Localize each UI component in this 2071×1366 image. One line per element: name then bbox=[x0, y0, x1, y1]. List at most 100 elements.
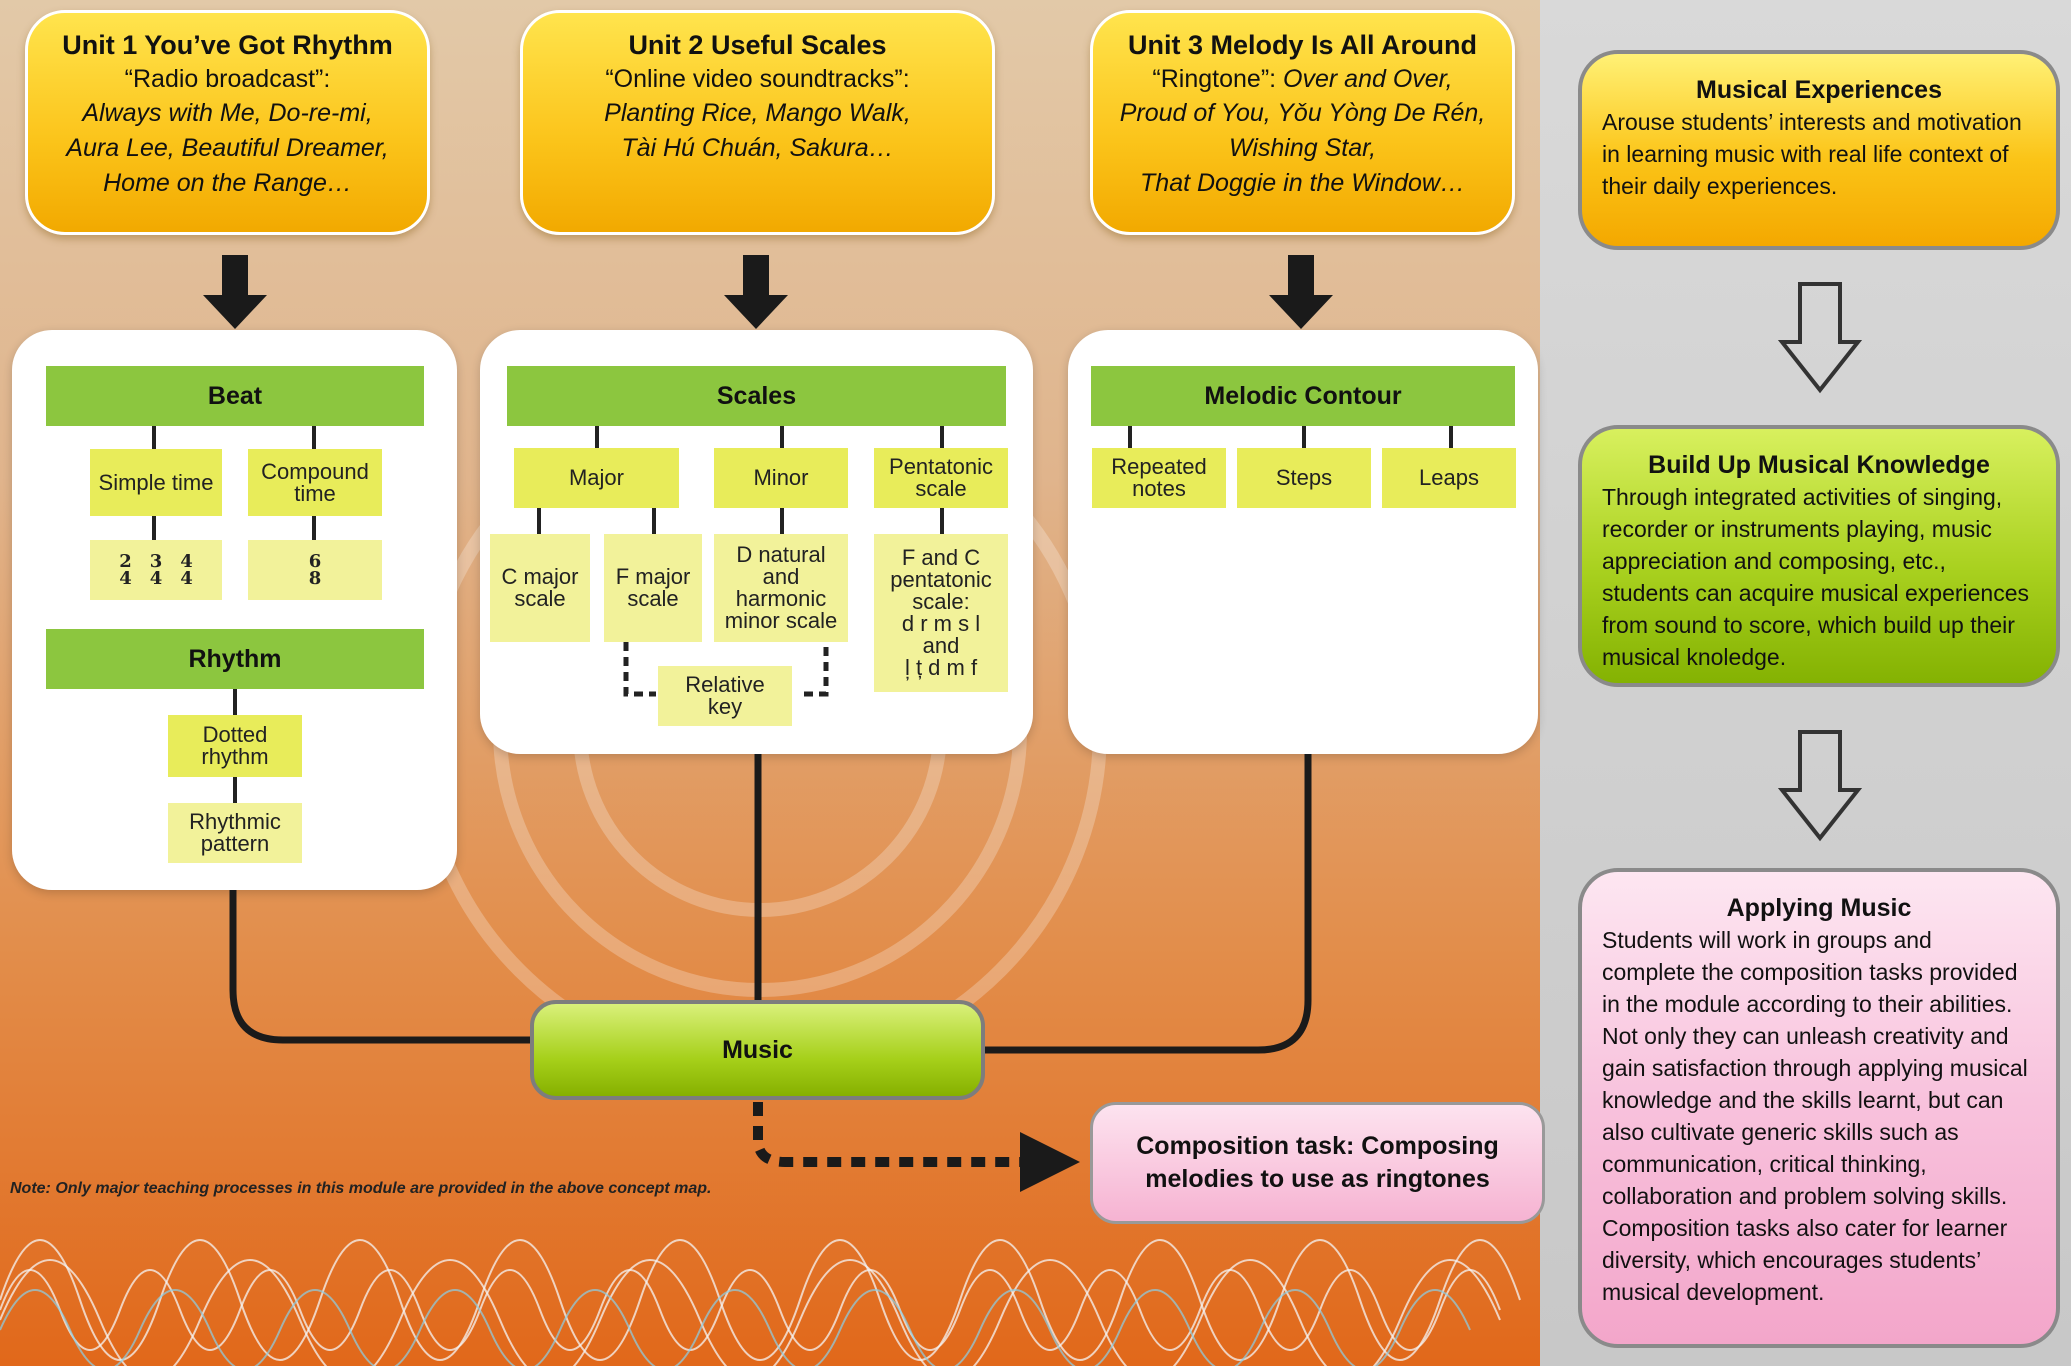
unit-3-title: Unit 3 Melody Is All Around bbox=[1127, 30, 1477, 60]
unit-1-song-line: Home on the Range… bbox=[103, 169, 352, 197]
relative-key-node: Relative key bbox=[658, 666, 792, 726]
musical-knowledge-box: Build Up Musical Knowledge Through integ… bbox=[1578, 425, 2060, 687]
dotted-rhythm-label: rhythm bbox=[201, 744, 269, 769]
applying-music-line: knowledge and the skills learnt, but can bbox=[1602, 1087, 2004, 1113]
leaps-node: Leaps bbox=[1382, 448, 1516, 508]
compound-time-node: Compound time bbox=[248, 449, 382, 516]
applying-music-line: Not only they can unleash creativity and bbox=[1602, 1023, 2009, 1049]
applying-music-line: gain satisfaction through applying music… bbox=[1602, 1055, 2028, 1081]
unit-2-title: Unit 2 Useful Scales bbox=[628, 30, 887, 60]
down-arrow-outline-icon bbox=[1778, 730, 1862, 842]
musical-knowledge-line: appreciation and composing, etc., bbox=[1602, 548, 1946, 574]
d-minor-label: and bbox=[762, 564, 800, 589]
unit-1-box: Unit 1 You’ve Got Rhythm “Radio broadcas… bbox=[25, 10, 430, 235]
applying-music-title: Applying Music bbox=[1726, 894, 1912, 922]
unit-1-title: Unit 1 You’ve Got Rhythm bbox=[62, 30, 393, 60]
f-major-label: F major bbox=[615, 564, 691, 589]
musical-experiences-line: their daily experiences. bbox=[1602, 173, 1838, 199]
steps-node: Steps bbox=[1237, 448, 1371, 508]
applying-music-line: communication, critical thinking, bbox=[1602, 1151, 1927, 1177]
composition-task-line: Composition task: Composing bbox=[1136, 1132, 1499, 1160]
fc-pentatonic-label: pentatonic bbox=[890, 567, 992, 592]
f-major-label: scale bbox=[627, 586, 679, 611]
applying-music-line: also cultivate generic skills such as bbox=[1602, 1119, 1959, 1145]
dashed-arrow-head-icon bbox=[1020, 1132, 1080, 1192]
rhythm-header: Rhythm bbox=[46, 629, 424, 689]
musical-experiences-line: in learning music with real life context… bbox=[1602, 141, 2009, 167]
d-minor-scale-node: D natural and harmonic minor scale bbox=[714, 534, 848, 642]
music-connectors bbox=[229, 754, 1312, 1192]
musical-experiences-title: Musical Experiences bbox=[1696, 76, 1942, 104]
d-minor-label: minor scale bbox=[724, 608, 838, 633]
musical-knowledge-title: Build Up Musical Knowledge bbox=[1648, 451, 1990, 479]
unit-3-song-line: Wishing Star, bbox=[1228, 134, 1377, 162]
fc-pentatonic-label: F and C bbox=[901, 545, 981, 570]
c-major-label: scale bbox=[514, 586, 566, 611]
fc-pentatonic-label: l̦ ț d m f bbox=[904, 655, 978, 680]
musical-knowledge-line: Through integrated activities of singing… bbox=[1602, 484, 2003, 510]
dotted-rhythm-node: Dotted rhythm bbox=[168, 715, 302, 777]
pentatonic-node: Pentatonic scale bbox=[874, 448, 1008, 508]
f-major-scale-node: F major scale bbox=[604, 534, 702, 642]
unit-3-activity: “Ringtone”: Over and Over, bbox=[1105, 63, 1500, 96]
unit-2-song-line: Planting Rice, Mango Walk, bbox=[604, 99, 911, 127]
rhythmic-pattern-label: Rhythmic bbox=[189, 809, 281, 834]
rhythmic-pattern-label: pattern bbox=[200, 831, 270, 856]
applying-music-line: in the module according to their abiliti… bbox=[1602, 991, 2013, 1017]
applying-music-line: collaboration and problem solving skills… bbox=[1602, 1183, 2008, 1209]
down-arrow-3-icon bbox=[1269, 295, 1333, 329]
compound-time-label: Compound bbox=[261, 458, 369, 484]
beat-header: Beat bbox=[46, 366, 424, 426]
unit-2-box: Unit 2 Useful Scales “Online video sound… bbox=[520, 10, 995, 235]
composition-task-line: melodies to use as ringtones bbox=[1145, 1165, 1490, 1193]
musical-experiences-line: Arouse students’ interests and motivatio… bbox=[1602, 109, 2022, 135]
applying-music-line: Students will work in groups and bbox=[1602, 927, 1932, 953]
unit-1-song-line: Aura Lee, Beautiful Dreamer, bbox=[66, 134, 389, 162]
relative-key-label: Relative bbox=[685, 672, 765, 697]
applying-music-line: complete the composition tasks provided bbox=[1602, 959, 2018, 985]
c-major-scale-node: C major scale bbox=[490, 534, 590, 642]
unit-1-song-line: Always with Me, Do-re-mi, bbox=[82, 99, 373, 127]
unit-3-activity-label: “Ringtone”: bbox=[1152, 65, 1284, 93]
down-arrow-2-icon bbox=[724, 295, 788, 329]
unit-3-song-line: That Doggie in the Window… bbox=[1140, 169, 1465, 197]
unit-3-song-line: Proud of You, Yǒu Yòng De Rén, bbox=[1119, 99, 1486, 127]
fc-pentatonic-label: scale: bbox=[912, 589, 970, 614]
down-arrow-3-shaft bbox=[1288, 255, 1314, 297]
unit-1-activity: “Radio broadcast”: bbox=[124, 65, 331, 93]
applying-music-line: Composition tasks also cater for learner bbox=[1602, 1215, 2008, 1241]
pentatonic-label: scale bbox=[915, 476, 967, 501]
fc-pentatonic-scale-node: F and C pentatonic scale: d r m s l and … bbox=[874, 534, 1008, 692]
fc-pentatonic-label: and bbox=[922, 633, 960, 658]
music-node: Music bbox=[530, 1000, 985, 1100]
down-arrow-1-icon bbox=[203, 295, 267, 329]
c-major-label: C major bbox=[501, 564, 579, 589]
repeated-notes-node: Repeated notes bbox=[1092, 448, 1226, 508]
pentatonic-label: Pentatonic bbox=[889, 454, 993, 479]
relative-key-connector bbox=[623, 642, 829, 697]
unit-2-song-line: Tài Hú Chuán, Sakura… bbox=[621, 134, 894, 162]
rhythmic-pattern-node: Rhythmic pattern bbox=[168, 803, 302, 863]
down-arrow-1-shaft bbox=[222, 255, 248, 297]
footnote: Note: Only major teaching processes in t… bbox=[10, 1180, 712, 1197]
musical-knowledge-line: students can acquire musical experiences bbox=[1602, 580, 2030, 606]
d-minor-label: D natural bbox=[736, 542, 826, 567]
compound-time-label: time bbox=[294, 480, 336, 506]
composition-task-box: Composition task: Composing melodies to … bbox=[1090, 1102, 1545, 1224]
relative-key-label: key bbox=[707, 694, 743, 719]
unit-3-activity-song: Over and Over, bbox=[1283, 65, 1453, 93]
applying-music-line: diversity, which encourages students’ bbox=[1602, 1247, 1982, 1273]
unit-2-activity: “Online video soundtracks”: bbox=[605, 65, 910, 93]
unit-3-box: Unit 3 Melody Is All Around “Ringtone”: … bbox=[1090, 10, 1515, 235]
melodic-contour-header: Melodic Contour bbox=[1091, 366, 1515, 426]
major-node: Major bbox=[514, 448, 679, 508]
musical-experiences-box: Musical Experiences Arouse students’ int… bbox=[1578, 50, 2060, 250]
scales-header: Scales bbox=[507, 366, 1006, 426]
